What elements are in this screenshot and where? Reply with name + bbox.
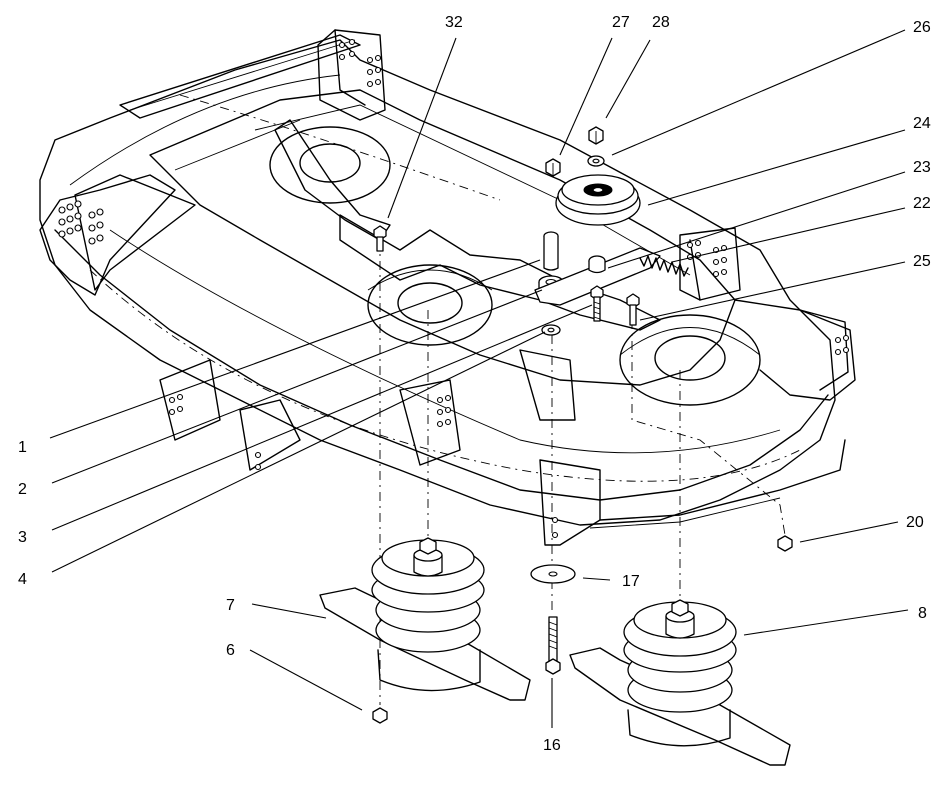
callout-27: 27	[612, 14, 630, 31]
right-spindle-pulley-8	[569, 599, 791, 766]
idler-arm-23	[534, 247, 661, 306]
callout-7: 7	[226, 597, 235, 614]
nut-6	[372, 707, 388, 724]
washer-17	[530, 564, 576, 584]
bracket-hole-patterns	[58, 38, 850, 539]
bolt-3	[590, 285, 604, 322]
washer-28	[587, 155, 605, 167]
spring-22	[639, 255, 689, 277]
left-spindle-pulley-7	[319, 537, 531, 701]
callout-4: 4	[18, 571, 27, 588]
callout-28: 28	[652, 14, 670, 31]
idler-pulley-24	[555, 174, 641, 226]
callout-23: 23	[913, 159, 931, 176]
callout-8: 8	[918, 605, 927, 622]
bolt-32	[373, 225, 387, 252]
bolt-16	[545, 616, 561, 675]
callout-16: 16	[543, 737, 561, 754]
nut-20	[777, 535, 793, 552]
nut-26	[588, 126, 604, 145]
callout-3: 3	[18, 529, 27, 546]
spacer-1	[543, 231, 559, 271]
callout-22: 22	[913, 195, 931, 212]
bolt-25	[626, 293, 640, 326]
callout-2: 2	[18, 481, 27, 498]
assembly-center-lines	[379, 240, 786, 705]
mower-deck-housing	[39, 29, 856, 546]
callout-6: 6	[226, 642, 235, 659]
callout-labels: 1 2 3 4 6 7 8 16 17 20 22 23 24 25 26 27…	[18, 14, 931, 754]
callout-24: 24	[913, 115, 931, 132]
washer-4	[541, 324, 561, 336]
callout-20: 20	[906, 514, 924, 531]
callout-25: 25	[913, 253, 931, 270]
callout-26: 26	[913, 19, 931, 36]
callout-32: 32	[445, 14, 463, 31]
callout-17: 17	[622, 573, 640, 590]
callout-1: 1	[18, 439, 27, 456]
leader-lines	[49, 29, 909, 728]
nut-27	[545, 158, 561, 177]
